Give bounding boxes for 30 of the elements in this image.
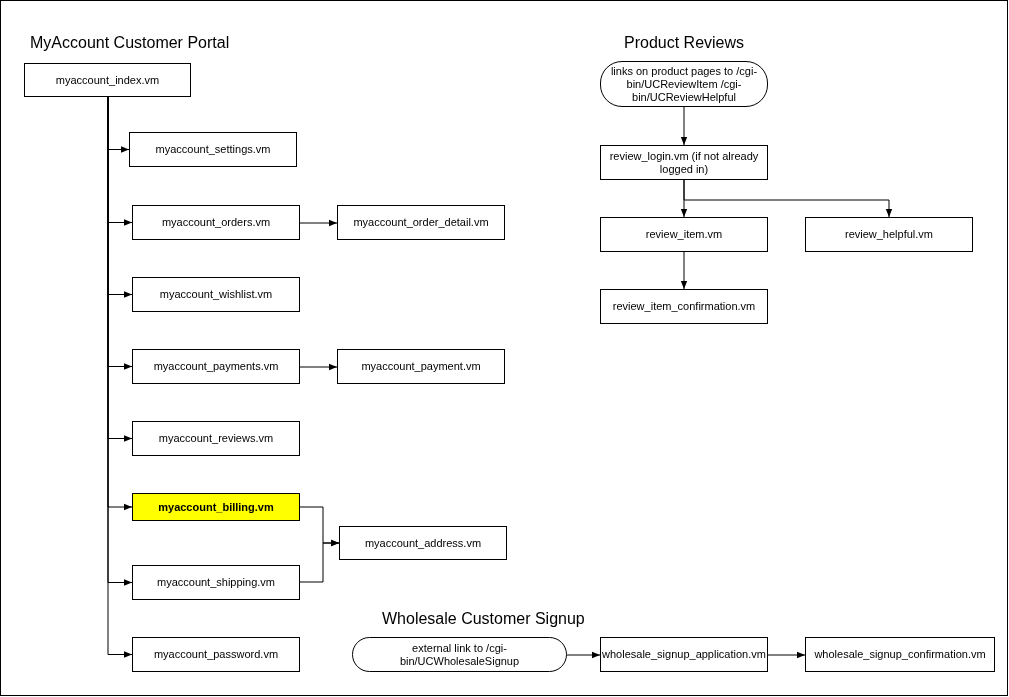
page-box: myaccount_shipping.vm	[132, 565, 300, 600]
page-box: review_item_confirmation.vm	[600, 289, 768, 324]
arrow	[767, 651, 806, 659]
arrow	[299, 363, 338, 371]
arrow	[680, 106, 688, 146]
page-box: myaccount_payments.vm	[132, 349, 300, 384]
page-box: myaccount_address.vm	[339, 526, 507, 560]
page-box: myaccount_settings.vm	[129, 132, 297, 167]
arrow	[680, 251, 688, 290]
page-box: review_login.vm (if not already logged in)	[600, 145, 768, 180]
page-box: myaccount_orders.vm	[132, 205, 300, 240]
arrow	[299, 219, 338, 227]
arrow	[566, 651, 601, 659]
page-box: myaccount_reviews.vm	[132, 421, 300, 456]
page-box: myaccount_order_detail.vm	[337, 205, 505, 240]
page-box: review_item.vm	[600, 217, 768, 252]
page-box: myaccount_billing.vm	[132, 493, 300, 521]
page-box: myaccount_index.vm	[24, 63, 191, 97]
section-title: Wholesale Customer Signup	[382, 610, 585, 628]
page-box: wholesale_signup_application.vm	[600, 637, 768, 672]
page-box: myaccount_payment.vm	[337, 349, 505, 384]
arrow	[299, 539, 340, 583]
section-title: Product Reviews	[624, 34, 745, 52]
page-box: myaccount_wishlist.vm	[132, 277, 300, 312]
page-box: myaccount_password.vm	[132, 637, 300, 672]
terminal-box: links on product pages to /cgi-bin/UCReviewItem /cgi-bin/UCReviewHelpful	[600, 61, 768, 107]
page-box: review_helpful.vm	[805, 217, 973, 252]
arrow	[683, 179, 893, 218]
terminal-box: external link to /cgi-bin/UCWholesaleSignup	[352, 637, 567, 672]
page-box: wholesale_signup_confirmation.vm	[805, 637, 995, 672]
